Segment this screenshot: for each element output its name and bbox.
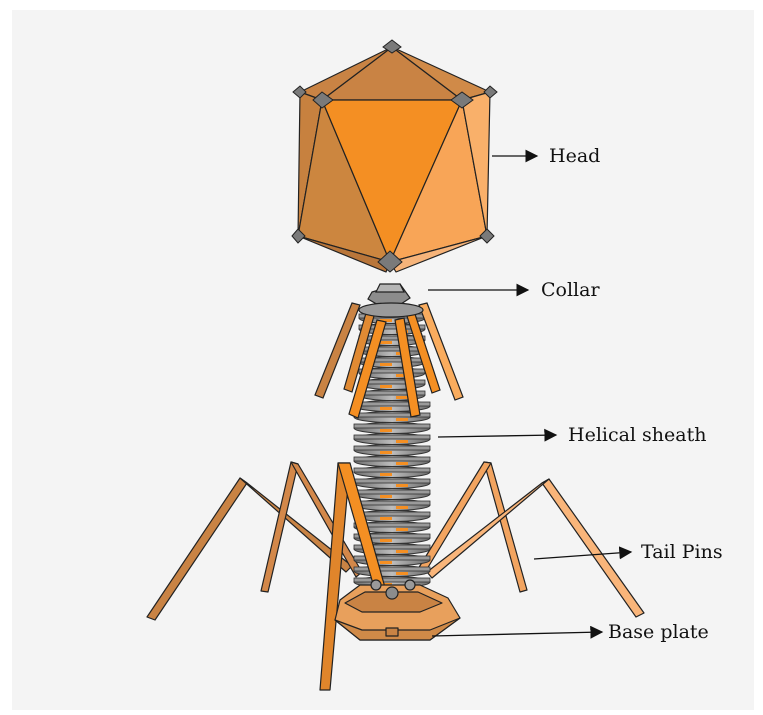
collar-label: Collar	[541, 279, 600, 301]
helical-sheath-label: Helical sheath	[568, 424, 706, 446]
sheath-tab	[380, 363, 392, 366]
sheath-tab	[396, 572, 408, 575]
sheath-tab	[380, 473, 392, 476]
collar	[359, 284, 423, 317]
sheath-tab	[380, 385, 392, 388]
sheath-tab	[396, 418, 408, 421]
sheath-tab	[380, 561, 392, 564]
sheath-tab	[380, 407, 392, 410]
sheath-tab	[380, 341, 392, 344]
sheath-band	[354, 479, 430, 483]
sheath-tab	[380, 495, 392, 498]
sheath-band	[354, 435, 430, 439]
sheath-tab	[380, 517, 392, 520]
head-label: Head	[549, 145, 600, 167]
sheath-band	[354, 468, 430, 472]
sheath-tab	[380, 451, 392, 454]
sheath-tab	[396, 462, 408, 465]
sheath-tab	[396, 506, 408, 509]
tail-pins-arrow	[534, 552, 631, 559]
sheath-band	[354, 424, 430, 428]
base-plate-arrow	[432, 632, 602, 636]
sheath-band	[354, 490, 430, 494]
sheath-tab	[396, 484, 408, 487]
sheath-tab	[380, 429, 392, 432]
sheath-tab	[396, 528, 408, 531]
sheath-tab	[396, 550, 408, 553]
sheath-tab	[380, 539, 392, 542]
sheath-band	[354, 512, 430, 516]
tail-pins-label: Tail Pins	[641, 541, 723, 563]
sheath-band	[354, 446, 430, 450]
sheath-band	[354, 578, 430, 582]
sheath-band	[354, 457, 430, 461]
head-capsid	[298, 47, 490, 272]
sheath-tab	[396, 440, 408, 443]
base-plate-label: Base plate	[608, 621, 709, 643]
sheath-tab	[396, 396, 408, 399]
sheath-band	[354, 567, 430, 571]
sheath-band	[354, 501, 430, 505]
base-plate	[335, 580, 460, 640]
sheath-arrow	[438, 435, 556, 437]
